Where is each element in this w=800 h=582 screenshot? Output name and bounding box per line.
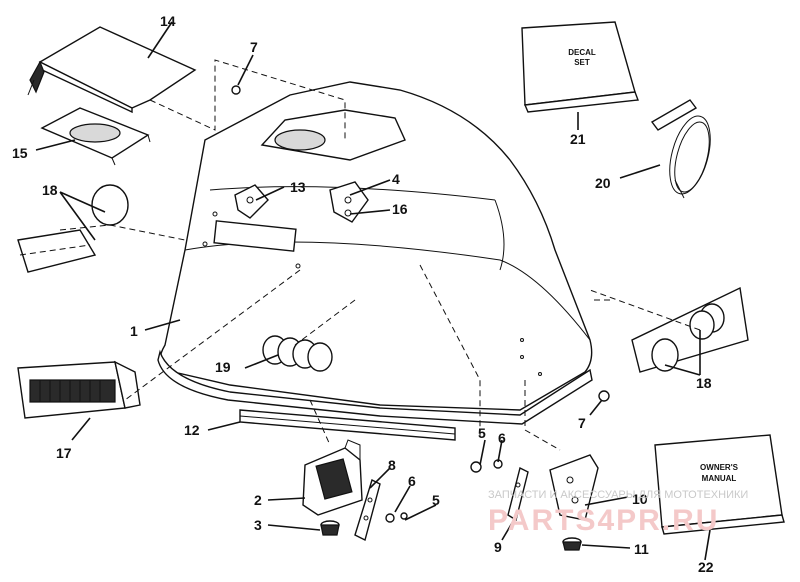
decal-box-line2: SET xyxy=(574,58,590,67)
owners-manual-box: OWNER'S MANUAL xyxy=(654,434,785,535)
callout-10: 10 xyxy=(632,491,648,507)
callout-15: 15 xyxy=(12,145,28,161)
leader-lines xyxy=(35,21,711,561)
callout-6-top: 6 xyxy=(498,430,506,446)
callout-7-bottom: 7 xyxy=(578,415,586,431)
bracket-8 xyxy=(354,479,381,542)
grommet-plate xyxy=(40,107,151,166)
decals-left xyxy=(17,184,129,273)
callout-18-right: 18 xyxy=(696,375,712,391)
manual-box-line2: MANUAL xyxy=(702,474,737,483)
callout-7-top: 7 xyxy=(250,39,258,55)
seal-strip xyxy=(239,409,456,441)
decal-set-box: DECAL SET xyxy=(521,21,639,113)
callout-17: 17 xyxy=(56,445,72,461)
callout-9: 9 xyxy=(494,539,502,555)
watermark-caption: ЗАПЧАСТИ И АКСЕССУАРЫ ДЛЯ МОТОТЕХНИКИ xyxy=(488,489,748,501)
assembly-lines xyxy=(59,59,701,451)
latch-assembly xyxy=(302,439,363,516)
bracket-10 xyxy=(549,454,599,521)
manual-box-line1: OWNER'S xyxy=(700,463,739,472)
callout-5-left: 5 xyxy=(432,492,440,508)
vent-grille xyxy=(17,360,141,419)
bracket-9 xyxy=(507,466,529,522)
plate-13 xyxy=(234,184,269,219)
callout-8: 8 xyxy=(388,457,396,473)
watermark: ЗАПЧАСТИ И АКСЕССУАРЫ ДЛЯ МОТОТЕХНИКИ PA… xyxy=(488,489,748,537)
bumper xyxy=(320,520,340,536)
callout-16: 16 xyxy=(392,201,408,217)
callout-14: 14 xyxy=(160,13,176,29)
watermark-site: PARTS4PR.RU xyxy=(488,504,719,537)
screws xyxy=(231,85,610,551)
callout-labels: 14 7 15 18 13 4 16 21 20 1 19 18 7 12 17… xyxy=(12,13,714,575)
round-decals xyxy=(262,335,333,372)
callout-13: 13 xyxy=(290,179,306,195)
decal-box-line1: DECAL xyxy=(568,48,596,57)
callout-1: 1 xyxy=(130,323,138,339)
callout-20: 20 xyxy=(595,175,611,191)
top-cover xyxy=(27,26,197,114)
callout-21: 21 xyxy=(570,131,586,147)
callout-3: 3 xyxy=(254,517,262,533)
callout-12: 12 xyxy=(184,422,200,438)
callout-22: 22 xyxy=(698,559,714,575)
decals-right xyxy=(631,286,749,373)
callout-18-left: 18 xyxy=(42,182,58,198)
engine-cowl xyxy=(157,81,593,425)
wire-harness xyxy=(650,99,711,199)
callout-6-left: 6 xyxy=(408,473,416,489)
callout-2: 2 xyxy=(254,492,262,508)
callout-5-top: 5 xyxy=(478,425,486,441)
callout-4: 4 xyxy=(392,171,400,187)
callout-11: 11 xyxy=(634,541,649,557)
callout-19: 19 xyxy=(215,359,231,375)
